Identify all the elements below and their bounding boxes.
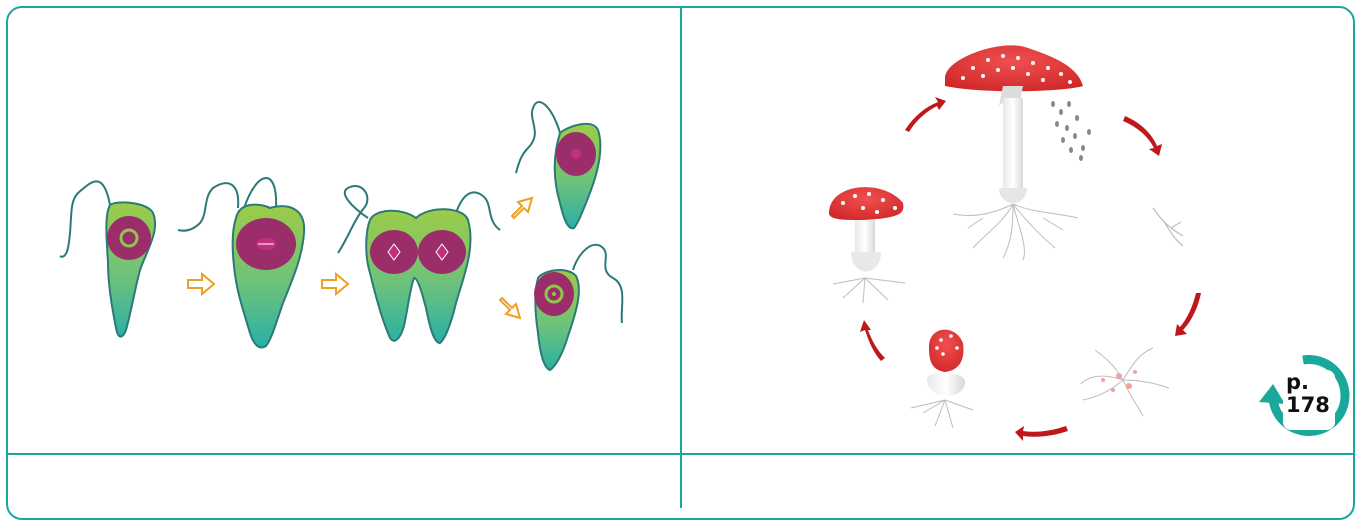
cycle-arrow-icon	[860, 320, 885, 361]
right-caption-cell	[683, 456, 1353, 508]
page-prefix: p.	[1286, 370, 1309, 394]
spores	[1051, 101, 1091, 161]
mycelium-with-primordia	[1081, 348, 1169, 416]
spore-germination	[1153, 208, 1183, 246]
euglena-daughter-cell-2	[534, 245, 622, 370]
euglena-fission-diagram	[8, 8, 679, 452]
arrow-right-icon	[322, 274, 348, 294]
caption-divider	[7, 453, 1354, 455]
mushroom-life-cycle-diagram	[683, 8, 1353, 452]
cycle-arrow-icon	[1123, 116, 1162, 156]
cycle-arrow-icon	[1175, 293, 1201, 336]
panel-divider	[680, 7, 682, 508]
cycle-arrow-icon	[905, 97, 946, 132]
euglena-cell-2	[178, 178, 304, 347]
euglena-panel	[8, 8, 679, 452]
euglena-cell-3-dividing	[338, 186, 500, 343]
button-stage-mushroom	[911, 330, 973, 428]
young-mushroom	[829, 187, 905, 303]
page-reference-label[interactable]: p. 178	[1286, 371, 1334, 417]
arrow-right-icon	[188, 274, 214, 294]
arrow-down-right-icon	[500, 298, 520, 318]
cycle-arrow-icon	[1015, 426, 1068, 441]
euglena-cell-1	[60, 181, 155, 336]
return-arrow-icon	[1259, 384, 1285, 404]
mature-mushroom	[945, 45, 1091, 260]
left-caption-cell	[8, 456, 678, 508]
cycle-arrows	[860, 97, 1201, 441]
arrow-up-right-icon	[512, 198, 532, 218]
mushroom-panel	[683, 8, 1353, 452]
page-number: 178	[1286, 393, 1330, 417]
